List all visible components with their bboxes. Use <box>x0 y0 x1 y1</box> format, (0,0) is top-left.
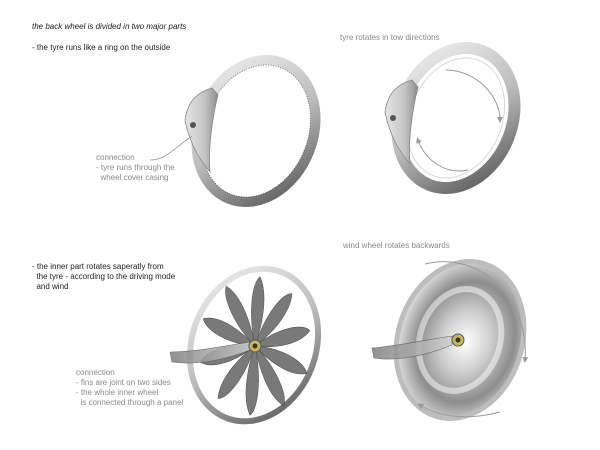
connection-panel <box>169 341 251 364</box>
fin-blade <box>254 293 293 347</box>
fin-blade <box>254 326 311 348</box>
fin-blade <box>202 317 256 347</box>
fin-blade <box>225 285 256 347</box>
connection-top-line-1: - tyre runs through the <box>96 163 175 172</box>
connection-top-title: connection <box>96 153 135 162</box>
rotation-arrow-ccw-icon <box>416 137 469 172</box>
tyre-tread <box>200 64 312 198</box>
tyre-rotation-figure <box>384 42 521 194</box>
tyre-rotation-label: tyre rotates in tow directions <box>340 33 440 42</box>
backward-rotation-arrow-top-icon <box>424 261 529 363</box>
rotation-arrow-cw-icon <box>445 69 503 123</box>
outer-ring <box>186 265 322 425</box>
fin-wheel-figure <box>169 265 322 425</box>
wind-wheel-figure <box>371 259 529 421</box>
fin-blade <box>254 345 308 375</box>
backward-rotation-arrow-bottom-icon <box>417 403 501 418</box>
connection-top-line-2: wheel cover casing <box>96 173 169 182</box>
hub-center-icon <box>252 343 258 349</box>
casing-bolt-icon <box>190 122 196 128</box>
tyre-note: - the tyre runs like a ring on the outsi… <box>32 43 171 52</box>
inner-note-line-3: and wind <box>32 282 69 291</box>
connection-bottom-line-1: - fins are joint on two sides <box>76 378 171 387</box>
fin-blade <box>217 345 256 399</box>
main-title: the back wheel is divided in two major p… <box>32 22 187 31</box>
connection-pointer-line <box>149 135 193 161</box>
inner-note-line-2: the tyre - according to the driving mode <box>32 272 176 281</box>
wind-wheel-label: wind wheel rotates backwards <box>343 241 450 250</box>
connection-panel-right <box>371 335 453 360</box>
fin-blade <box>254 345 285 407</box>
connection-top-annotation: connection - tyre runs through the wheel… <box>96 153 175 183</box>
connection-bottom-annotation: connection - fins are joint on two sides… <box>76 368 183 408</box>
casing-bolt-right-icon <box>390 115 396 121</box>
connection-bottom-title: connection <box>76 368 115 377</box>
wheel-cover-casing-right <box>384 79 419 166</box>
fin-blade <box>251 276 265 347</box>
motion-blur-ring <box>415 286 505 394</box>
wheel-cover-casing <box>184 87 219 174</box>
inner-note-line-1: - the inner part rotates saperatly from <box>32 262 164 271</box>
inner-note: - the inner part rotates saperatly from … <box>32 262 175 292</box>
fin-blade <box>245 345 259 416</box>
connection-bottom-line-2: - the whole inner wheel <box>76 388 159 397</box>
hub-right-center-icon <box>455 337 461 343</box>
connection-bottom-line-3: is connected through a panel <box>76 398 184 407</box>
tyre-ring-figure <box>149 55 321 207</box>
